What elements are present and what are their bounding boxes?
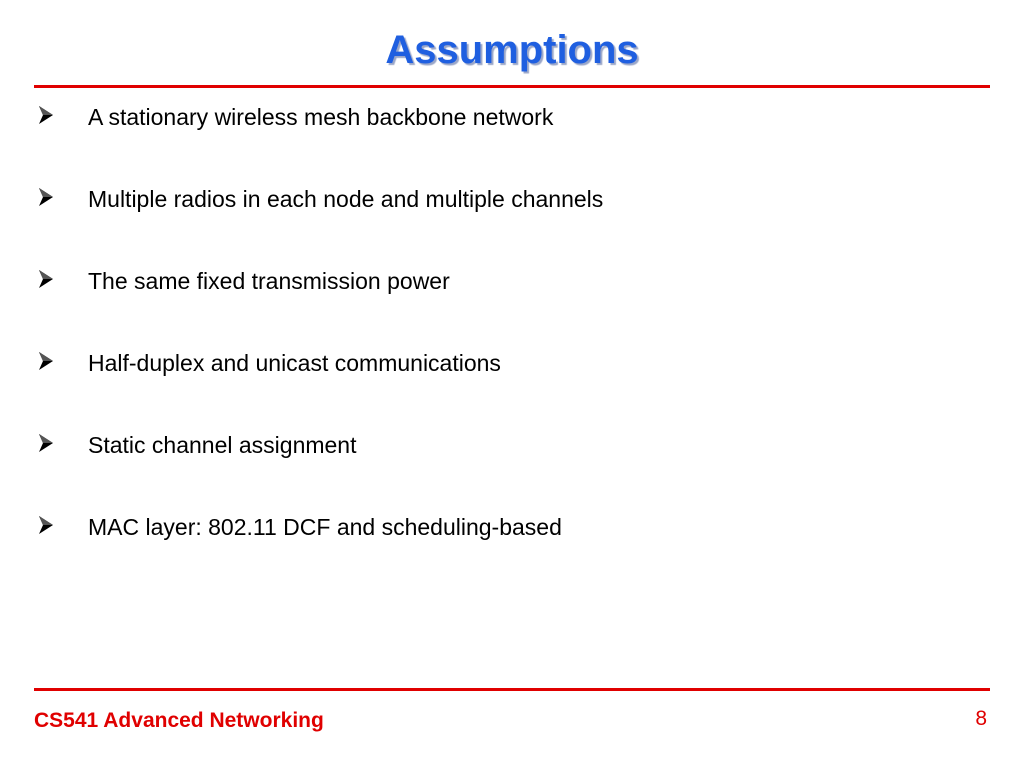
footer-divider — [34, 688, 990, 691]
list-item: A stationary wireless mesh backbone netw… — [38, 98, 978, 180]
arrow-bullet-icon — [38, 508, 88, 535]
arrow-bullet-icon — [38, 426, 88, 453]
list-item: Half-duplex and unicast communications — [38, 344, 978, 426]
bullet-text: The same fixed transmission power — [88, 268, 450, 294]
list-item: Static channel assignment — [38, 426, 978, 508]
arrow-bullet-icon — [38, 98, 88, 125]
arrow-bullet-icon — [38, 262, 88, 289]
arrow-bullet-icon — [38, 344, 88, 371]
title-divider — [34, 85, 990, 88]
page-number: 8 — [975, 707, 987, 730]
bullet-text: Half-duplex and unicast communications — [88, 350, 501, 376]
footer-course-title: CS541 Advanced Networking — [34, 709, 324, 732]
bullet-text: Multiple radios in each node and multipl… — [88, 186, 604, 212]
arrow-bullet-icon — [38, 180, 88, 207]
list-item: MAC layer: 802.11 DCF and scheduling-bas… — [38, 508, 978, 590]
slide-title: Assumptions — [385, 28, 639, 72]
bullet-text: Static channel assignment — [88, 432, 357, 458]
bullet-text: MAC layer: 802.11 DCF and scheduling-bas… — [88, 514, 562, 540]
bullet-text: A stationary wireless mesh backbone netw… — [88, 104, 554, 130]
bullet-list: A stationary wireless mesh backbone netw… — [38, 98, 978, 590]
list-item: The same fixed transmission power — [38, 262, 978, 344]
list-item: Multiple radios in each node and multipl… — [38, 180, 978, 262]
